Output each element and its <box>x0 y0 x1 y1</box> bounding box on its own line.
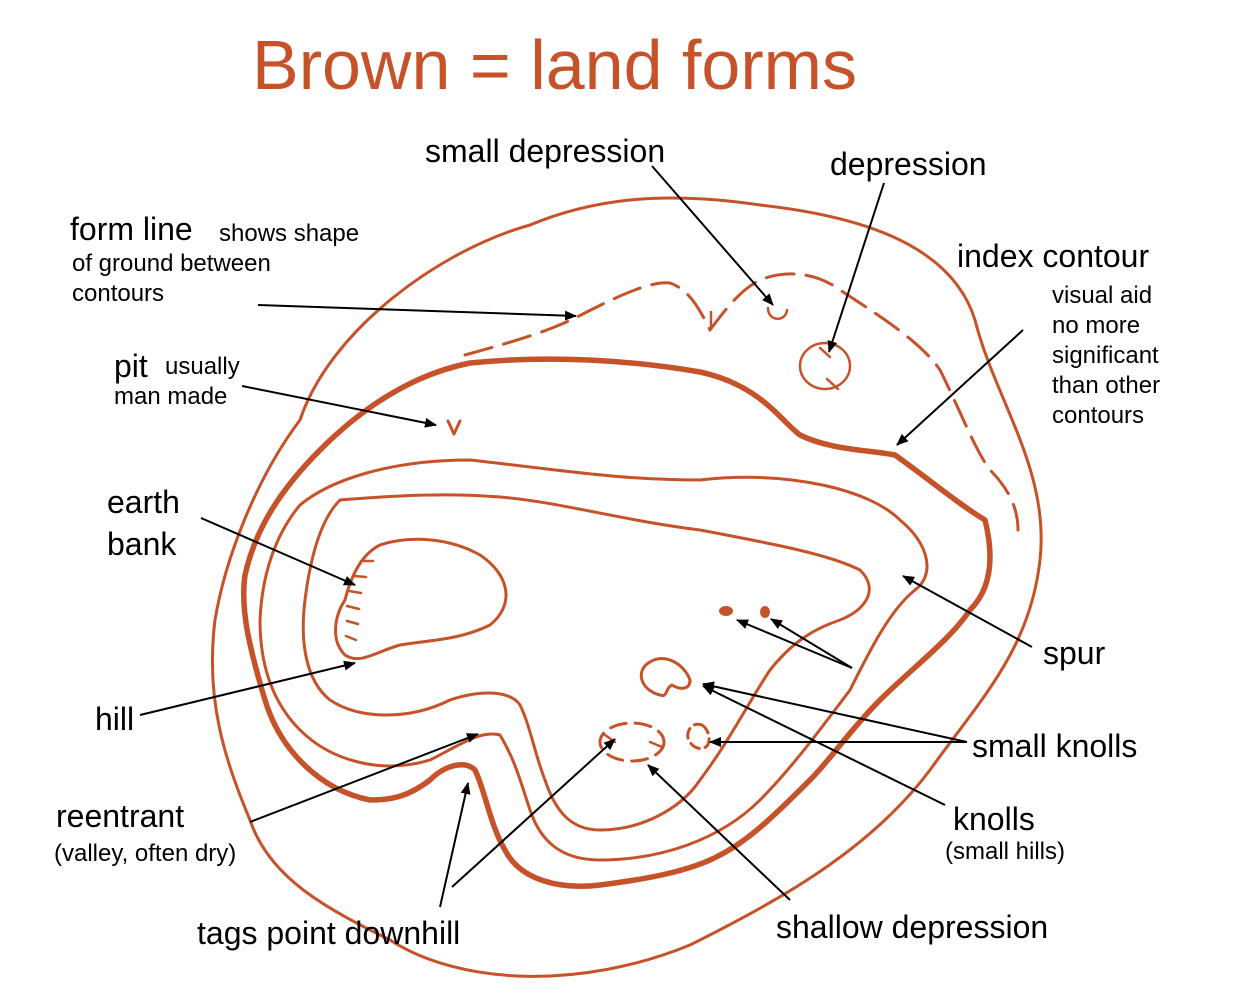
label-index-contour-note: no more <box>1052 312 1141 339</box>
label-pit: pit <box>114 348 148 384</box>
label-spur: spur <box>1043 635 1106 671</box>
arrow-hill <box>139 660 356 716</box>
label-reentrant-note: (valley, often dry) <box>54 840 237 867</box>
depression-tag <box>818 346 832 359</box>
arrow-knolls <box>702 685 946 806</box>
contour-line-3 <box>258 458 929 862</box>
contour-line-4 <box>301 493 871 832</box>
label-index-contour-note: than other <box>1052 372 1161 399</box>
arrow-small-depression <box>651 165 774 306</box>
arrow-small-knolls <box>736 619 853 669</box>
label-small-knolls: small knolls <box>972 728 1138 764</box>
dashed-knoll-symbol <box>686 722 711 750</box>
index-contour-line <box>240 356 993 889</box>
arrow-pit <box>241 385 437 428</box>
label-earth-bank: bank <box>107 526 177 562</box>
label-hill: hill <box>95 701 135 737</box>
arrow-index-contour <box>896 329 1024 446</box>
label-form-line-note: shows shape <box>219 220 360 247</box>
arrow-earth-bank <box>200 517 356 586</box>
label-pit-note: man made <box>114 383 228 410</box>
label-depression: depression <box>830 146 987 182</box>
arrow-spur <box>902 575 1033 648</box>
label-small-depression: small depression <box>425 133 666 169</box>
label-reentrant: reentrant <box>56 798 185 834</box>
arrow-reentrant <box>249 733 479 823</box>
shallow-depression-tag <box>648 740 664 749</box>
arrow-small-knolls <box>770 618 853 669</box>
label-earth-bank: earth <box>107 484 180 520</box>
label-index-contour-note: visual aid <box>1052 282 1153 309</box>
arrow-shallow-depression <box>647 764 791 901</box>
depression-symbol <box>798 341 852 391</box>
hill-summit-contour <box>334 537 508 661</box>
label-form-line-note: of ground between <box>72 250 271 277</box>
label-index-contour-note: contours <box>1052 402 1145 429</box>
label-form-line-note: contours <box>72 280 165 307</box>
arrow-tags <box>451 738 616 888</box>
pit-symbol <box>446 419 462 436</box>
outer-contour-line <box>210 196 1043 978</box>
small-depression-symbol <box>766 306 789 320</box>
label-knolls-note: (small hills) <box>945 838 1065 865</box>
label-shallow-depression: shallow depression <box>776 909 1049 945</box>
shallow-depression-symbol <box>598 721 666 763</box>
small-knoll-dot <box>719 606 733 616</box>
arrow-knolls <box>702 681 968 743</box>
label-knolls: knolls <box>953 801 1035 837</box>
arrow-depression <box>827 182 885 353</box>
small-knoll-dot <box>760 606 770 618</box>
knoll-symbol <box>639 656 692 698</box>
depression-tag <box>825 377 840 391</box>
label-form-line: form line <box>70 211 193 247</box>
arrow-form-line <box>257 304 577 321</box>
label-index-contour-note: significant <box>1052 342 1159 369</box>
label-index-contour: index contour <box>957 238 1150 274</box>
page-title: Brown = land forms <box>252 26 857 104</box>
label-tags-point-downhill: tags point downhill <box>197 915 461 951</box>
label-pit-note: usually <box>165 353 240 380</box>
earth-bank-tags <box>344 559 375 642</box>
arrow-tags <box>439 782 471 908</box>
form-line <box>463 272 1020 532</box>
